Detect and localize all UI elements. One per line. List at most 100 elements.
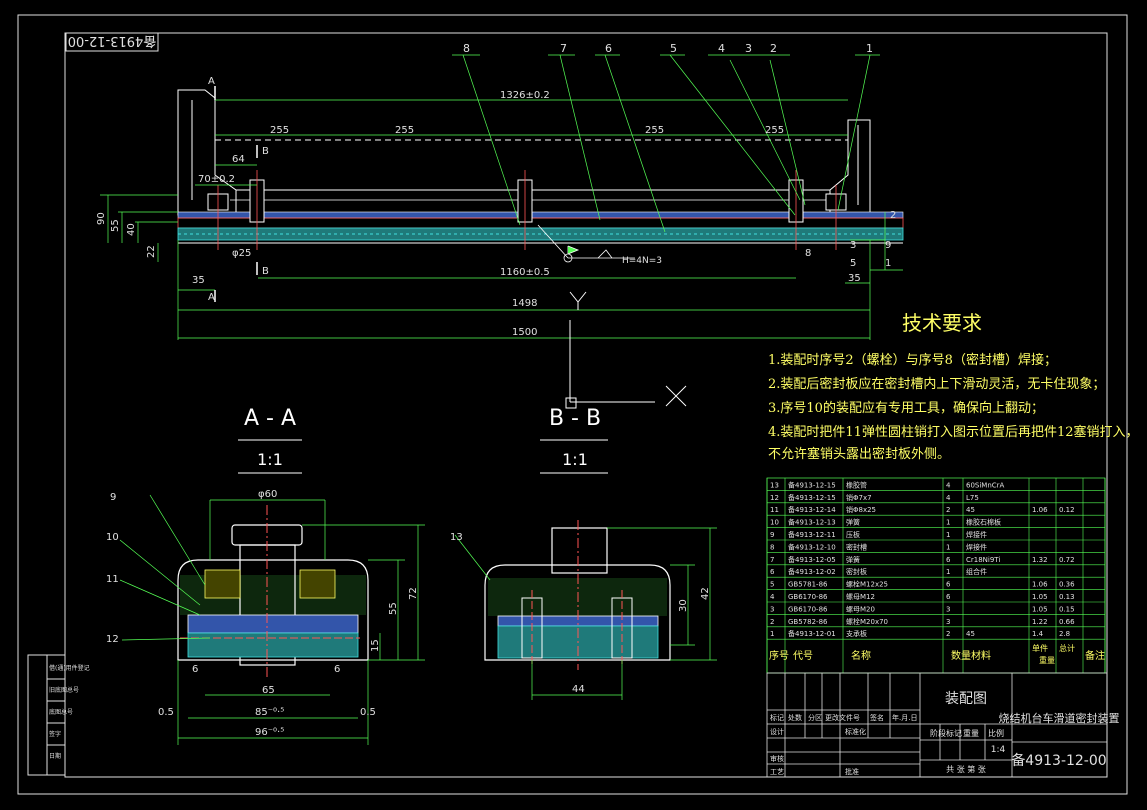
dim-1160: 1160±0.5 (500, 267, 550, 278)
dim-255a: 255 (270, 125, 289, 136)
dim-35a: 35 (192, 275, 205, 286)
bom-cell-no: 9 (770, 531, 774, 539)
bom-cell-code: GB5782-86 (788, 618, 828, 626)
bom-cell-mat: 60SiMnCrA (966, 481, 1005, 489)
bom-cell-total: 0.13 (1059, 593, 1075, 601)
section-bb-title: B - B (549, 406, 601, 431)
tb-label-5: 年.月.日 (892, 713, 917, 722)
bom-cell-code: GB6170-86 (788, 605, 828, 613)
aa-phi60: φ60 (258, 489, 277, 500)
bom-cell-qty: 3 (946, 618, 950, 626)
bom-cell-mat: 橡胶石棉板 (966, 518, 1001, 527)
bom-cell-code: 备4913-12-14 (788, 505, 836, 514)
weld-h3: H=4N=3 (622, 256, 662, 266)
bom-cell-qty: 2 (946, 630, 950, 638)
bom-cell-name: 弹簧 (846, 555, 860, 564)
bom-cell-code: 备4913-12-11 (788, 530, 836, 539)
bom-cell-no: 5 (770, 581, 774, 589)
bom-cell-mat: Cr18Ni9Ti (966, 556, 1000, 564)
section-mark-b-bot: B (262, 266, 269, 277)
bom-cell-no: 1 (770, 630, 774, 638)
bom-cell-code: GB5781-86 (788, 581, 828, 589)
balloon-8: 8 (463, 42, 470, 55)
bom-cell-unit: 1.4 (1032, 630, 1044, 638)
section-aa (119, 439, 425, 745)
bom-cell-unit: 1.32 (1032, 556, 1048, 564)
aa-d05b: 0.5 (360, 707, 376, 718)
dim-55: 55 (110, 219, 121, 232)
bom-cell-name: 密封槽 (846, 542, 867, 551)
bom-cell-code: 备4913-12-15 (788, 493, 836, 502)
aa-d55: 55 (388, 602, 399, 615)
bom-cell-name: 弹簧 (846, 518, 860, 527)
section-bb (454, 439, 717, 700)
dim-1326: 1326±0.2 (500, 90, 550, 101)
bom-cell-no: 12 (770, 494, 779, 502)
section-mark-a-top: A (208, 76, 215, 87)
dim-1500: 1500 (512, 327, 537, 338)
bom-cell-no: 6 (770, 568, 775, 576)
aa-d65: 65 (262, 685, 275, 696)
bom-cell-no: 4 (770, 593, 775, 601)
bom-cell-total: 0.72 (1059, 556, 1075, 564)
balloon-4: 4 (718, 42, 725, 55)
drawing-no-rotated: 备4913-12-00 (68, 33, 157, 49)
left-strip (27, 654, 66, 776)
bom-cell-qty: 2 (946, 506, 950, 514)
bom-cell-name: 压板 (846, 530, 860, 539)
bom-cell-qty: 6 (946, 556, 951, 564)
dim-64: 64 (232, 154, 245, 165)
aa-d85: 85⁻⁰·⁵ (255, 707, 284, 718)
dim-255c: 255 (645, 125, 664, 136)
bom-header-mat: 材料 (971, 649, 991, 662)
bom-header-name: 名称 (851, 649, 871, 662)
bom-cell-code: 备4913-12-15 (788, 480, 836, 489)
section-aa-title: A - A (244, 406, 296, 431)
bom-cell-total: 0.15 (1059, 605, 1075, 613)
dim-22: 22 (146, 245, 157, 258)
tb-scale: 1:4 (991, 745, 1006, 755)
bom-cell-name: 销Φ7x7 (846, 493, 872, 502)
balloon-5: 5 (670, 42, 677, 55)
bom-cell-qty: 1 (946, 519, 950, 527)
bb-d42: 42 (700, 587, 711, 600)
strip-1: 旧底图总号 (49, 686, 79, 694)
bom-cell-qty: 1 (946, 531, 950, 539)
bom-cell-total: 0.12 (1059, 506, 1075, 514)
tb-label-3: 更改文件号 (825, 713, 860, 722)
bb-b13: 13 (450, 532, 463, 543)
tb-product: 烧结机台车滑道密封装置 (999, 711, 1120, 725)
bom-cell-mat: 焊接件 (966, 542, 987, 551)
tb-number: 备4913-12-00 (1011, 752, 1106, 769)
bom-cell-code: GB6170-86 (788, 593, 828, 601)
bom-header-total: 总计 (1059, 643, 1075, 653)
ucs-icon (565, 320, 687, 409)
tb-process: 工艺 (770, 768, 784, 776)
bom-header-no: 序号 (769, 649, 789, 662)
bom-cell-name: 密封板 (846, 567, 867, 576)
dim-1498: 1498 (512, 298, 537, 309)
section-mark-b-top: B (262, 146, 269, 157)
bom-cell-code: 备4913-12-13 (788, 518, 836, 527)
bom-cell-no: 2 (770, 618, 774, 626)
bom-header-code: 代号 (793, 650, 813, 662)
aa-d05a: 0.5 (158, 707, 174, 718)
dim-2: 2 (890, 210, 896, 221)
section-mark-a-bot: A (208, 292, 215, 303)
bom-cell-qty: 4 (946, 481, 951, 489)
bom-cell-total: 2.8 (1059, 630, 1070, 638)
tb-design: 设计 (770, 727, 784, 736)
dim-35b: 35 (848, 273, 861, 284)
bom-cell-name: 螺母M12 (846, 592, 875, 601)
bom-cell-code: 备4913-12-01 (788, 629, 836, 638)
bom-cell-no: 10 (770, 519, 779, 527)
bom-cell-name: 螺栓M12x25 (846, 580, 888, 589)
bom-header-unit: 单件 (1032, 643, 1048, 653)
bom-cell-no: 3 (770, 605, 774, 613)
bom-cell-total: 0.66 (1059, 618, 1075, 626)
bom-cell-qty: 1 (946, 568, 950, 576)
drawing-no-box (65, 32, 159, 52)
bom-cell-code: 备4913-12-02 (788, 567, 836, 576)
aa-d72: 72 (408, 587, 419, 600)
